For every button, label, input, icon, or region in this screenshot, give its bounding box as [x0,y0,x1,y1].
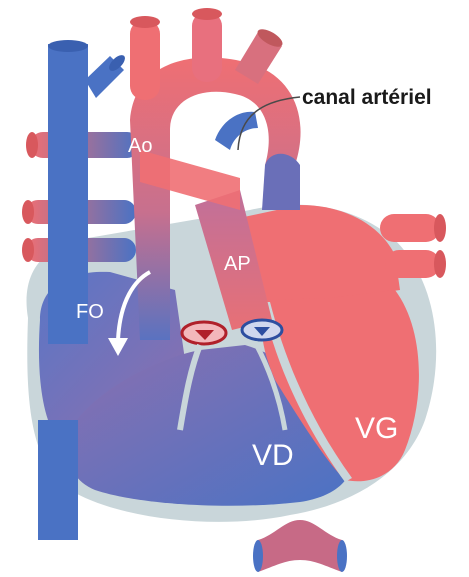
pulmonary-vein-upper-right-end [434,214,446,242]
label-foramen-ovale: FO [76,301,104,323]
pulmonary-vein-lower-right-end [434,250,446,278]
umbilical-vessel [258,520,342,572]
label-ductus-arteriosus: canal artériel [302,86,432,109]
label-right-ventricle: VD [252,439,294,472]
superior-vena-cava [48,44,88,344]
arch-branch-2 [192,12,222,82]
label-pulmonary-artery: AP [224,253,251,275]
pulmonary-vein-upper-right [380,214,440,242]
inferior-vena-cava [38,420,78,540]
umbilical-vessel-left-end [253,540,263,572]
superior-vena-cava-top [48,40,88,52]
label-left-ventricle: VG [355,412,398,445]
pulmonary-vessel-left-2-end [22,200,34,224]
arch-branch-2-top [192,8,222,20]
descending-aorta [262,154,300,210]
ductus-arteriosus [215,112,258,150]
pulmonary-vein-lower-right [385,250,440,278]
arch-branch-1-top [130,16,160,28]
pulmonary-vessel-left-1-end [26,132,38,158]
label-aorta: Ao [128,135,152,157]
pulmonary-vessel-left-3-end [22,238,34,262]
umbilical-vessel-right-end [337,540,347,572]
arch-branch-1 [130,20,160,100]
